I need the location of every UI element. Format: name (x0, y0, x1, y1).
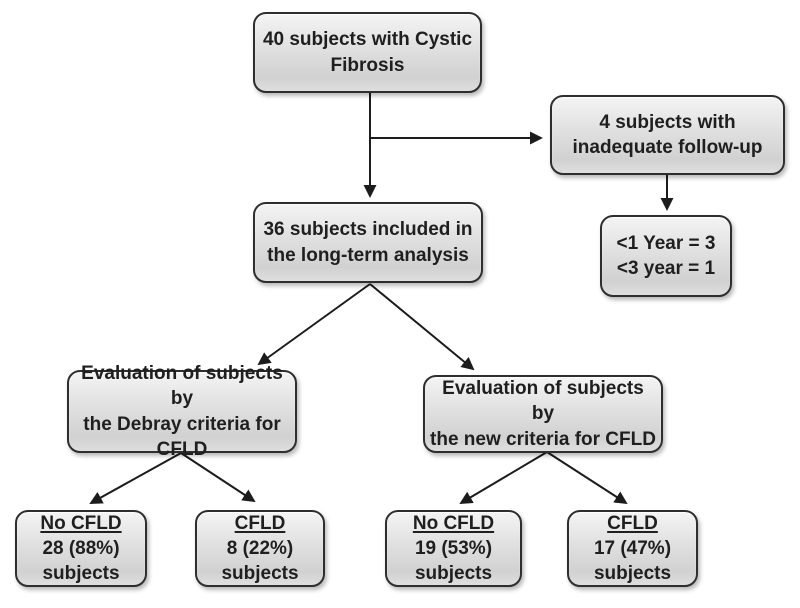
node-debray-criteria-text: Evaluation of subjects by the Debray cri… (81, 363, 283, 460)
node-debray-no-cfld-label: No CFLD (40, 512, 122, 534)
node-new-cfld: CFLD 17 (47%) subjects (567, 510, 698, 587)
node-new-no-cfld: No CFLD 19 (53%) subjects (385, 510, 522, 587)
node-debray-cfld-label: CFLD (234, 512, 286, 534)
node-longterm-analysis: 36 subjects included in the long-term an… (253, 202, 483, 283)
node-debray-no-cfld: No CFLD 28 (88%) subjects (15, 510, 147, 587)
node-debray-cfld: CFLD 8 (22%) subjects (195, 510, 325, 587)
arrow-newcriteria-to-cfld (546, 451, 628, 505)
node-new-no-cfld-value: 19 (53%) (414, 537, 493, 559)
node-debray-cfld-unit: subjects (221, 563, 299, 585)
arrow-longterm-to-debray (257, 283, 371, 366)
arrow-longterm-to-newcriteria (369, 283, 475, 371)
node-followup-breakdown-text: <1 Year = 3 <3 year = 1 (616, 232, 716, 279)
node-debray-no-cfld-unit: subjects (42, 563, 120, 585)
node-total-subjects-text: 40 subjects with Cystic Fibrosis (262, 29, 473, 76)
node-new-no-cfld-label: No CFLD (412, 512, 495, 534)
node-new-criteria: Evaluation of subjects by the new criter… (423, 375, 663, 453)
node-followup-breakdown: <1 Year = 3 <3 year = 1 (600, 215, 732, 297)
node-inadequate-followup-text: 4 subjects with inadequate follow-up (572, 111, 763, 158)
node-debray-criteria: Evaluation of subjects by the Debray cri… (67, 363, 297, 460)
node-new-cfld-unit: subjects (593, 563, 672, 585)
node-new-criteria-text: Evaluation of subjects by the new criter… (430, 378, 656, 450)
node-new-cfld-label: CFLD (607, 512, 658, 534)
node-inadequate-followup: 4 subjects with inadequate follow-up (550, 95, 785, 175)
node-longterm-analysis-text: 36 subjects included in the long-term an… (263, 219, 473, 266)
node-new-no-cfld-unit: subjects (414, 563, 493, 585)
node-new-cfld-value: 17 (47%) (593, 537, 672, 559)
node-total-subjects: 40 subjects with Cystic Fibrosis (253, 12, 482, 93)
arrow-newcriteria-to-nocfld (459, 451, 548, 504)
node-debray-cfld-value: 8 (22%) (226, 537, 294, 559)
node-debray-no-cfld-value: 28 (88%) (42, 537, 120, 559)
